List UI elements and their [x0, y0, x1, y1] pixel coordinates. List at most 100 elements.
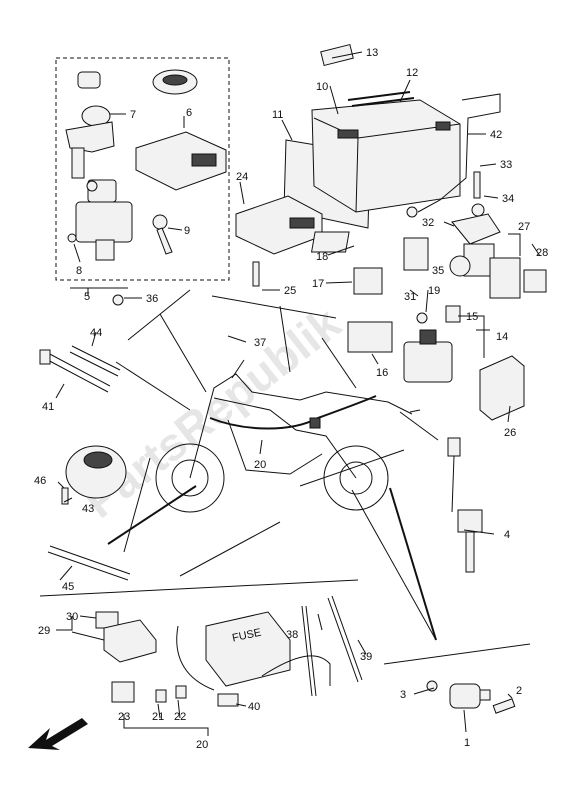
- callout-40: 40: [248, 701, 260, 713]
- callout-24: 24: [236, 171, 248, 183]
- callout-27: 27: [518, 221, 530, 233]
- callout-6: 6: [186, 107, 192, 119]
- connector-15-part: [445, 305, 461, 323]
- cable-tie-39-part: [327, 595, 363, 683]
- callout-34: 34: [502, 193, 514, 205]
- main-switch-part: [65, 71, 115, 179]
- battery-part: [311, 99, 461, 213]
- callout-25: 25: [284, 285, 296, 297]
- callout-leaders: [55, 51, 541, 736]
- callout-33: 33: [500, 159, 512, 171]
- callout-31: 31: [404, 291, 416, 303]
- battery-pad-13-part: [320, 43, 354, 67]
- starter-relay-16-part: [347, 321, 393, 353]
- callout-17: 17: [312, 278, 324, 290]
- screw-25-part: [252, 261, 260, 287]
- callout-13: 13: [366, 47, 378, 59]
- callout-7: 7: [130, 109, 136, 121]
- callout-8: 8: [76, 265, 82, 277]
- sensor-1-part: [426, 680, 516, 714]
- sweep-line-1: [107, 485, 197, 545]
- ignition-assembly-part: [75, 179, 133, 261]
- callout-20-bottom: 20: [196, 739, 208, 751]
- callout-42: 42: [490, 129, 502, 141]
- cable-tie-45-part: [47, 545, 131, 581]
- callout-43: 43: [82, 503, 94, 515]
- callout-3: 3: [400, 689, 406, 701]
- callout-32: 32: [422, 217, 434, 229]
- horn-43-part: [65, 445, 127, 499]
- relay-27-part: [489, 257, 547, 299]
- key-set-group-box: [55, 57, 230, 281]
- fuse-23-part: [111, 681, 135, 703]
- callout-18: 18: [316, 251, 328, 263]
- callout-5: 5: [84, 291, 90, 303]
- callout-37: 37: [254, 337, 266, 349]
- fuse-cable-part: [176, 625, 215, 691]
- bottom-right-line: [383, 643, 531, 665]
- immobilizer-unit-part: [152, 69, 198, 95]
- rectifier-32-part: [451, 213, 501, 277]
- ecu-unit-6-part: [135, 131, 227, 191]
- bolt-46-part: [61, 487, 69, 505]
- front-direction-arrow: [28, 718, 88, 750]
- callout-35: 35: [432, 265, 444, 277]
- bolt-8-part: [67, 233, 77, 243]
- callout-15: 15: [466, 311, 478, 323]
- callout-21: 21: [152, 711, 164, 723]
- bolt-40-part: [217, 693, 239, 707]
- callout-38: 38: [286, 629, 298, 641]
- relay-29-part: [103, 619, 157, 663]
- bolt-36-part: [112, 294, 124, 306]
- bracket-18-part: [310, 231, 350, 253]
- battery-band-part: [347, 91, 415, 107]
- callout-1: 1: [464, 737, 470, 749]
- callout-labels: 1 2 3 4 5 6 7 8 9 10 11 12 13 14 15 16 1…: [34, 47, 548, 751]
- cable-tie-44-part: [69, 345, 121, 377]
- callout-20-bike: 20: [254, 459, 266, 471]
- cable-tie-41-part: [43, 351, 111, 393]
- callout-36: 36: [146, 293, 158, 305]
- callout-30: 30: [66, 611, 78, 623]
- callout-29: 29: [38, 625, 50, 637]
- bottom-group-line: [39, 579, 359, 597]
- cable-tie-38-part: [301, 605, 317, 697]
- cover-17-part: [353, 267, 383, 295]
- fuse-box-label: FUSE: [231, 627, 262, 645]
- bolt-19-part: [416, 312, 428, 324]
- callout-23: 23: [118, 711, 130, 723]
- starter-relay-part: [403, 329, 453, 383]
- key-part: [152, 214, 173, 255]
- fuse-21-part: [155, 689, 167, 703]
- callout-26: 26: [504, 427, 516, 439]
- leader-lines: [115, 289, 439, 641]
- watermark-text: PartsRepublik: [74, 296, 350, 528]
- callout-9: 9: [184, 225, 190, 237]
- bolt-33-part: [473, 171, 481, 199]
- motorcycle-outline: [155, 359, 413, 513]
- callout-39: 39: [360, 651, 372, 663]
- callout-44: 44: [90, 327, 102, 339]
- callout-45: 45: [62, 581, 74, 593]
- relay-26-part: [479, 355, 525, 421]
- callout-2: 2: [516, 685, 522, 697]
- callout-10: 10: [316, 81, 328, 93]
- callout-11: 11: [272, 109, 283, 121]
- washer-34-part: [471, 203, 485, 217]
- callout-22: 22: [174, 711, 186, 723]
- callout-16: 16: [376, 367, 388, 379]
- callout-28: 28: [536, 247, 548, 259]
- sweep-line-2: [389, 487, 437, 641]
- minus-lead-cable-part: [417, 93, 501, 213]
- fuse-22-part: [175, 685, 187, 699]
- relay-cover-part: [403, 237, 429, 271]
- callout-19: 19: [428, 285, 440, 297]
- sensor-4-part: [447, 437, 483, 573]
- callout-12: 12: [406, 67, 418, 79]
- gear-bracket-35-part: [449, 255, 471, 277]
- callout-14: 14: [496, 331, 508, 343]
- callout-4: 4: [504, 529, 510, 541]
- callout-41: 41: [42, 401, 54, 413]
- callout-46: 46: [34, 475, 46, 487]
